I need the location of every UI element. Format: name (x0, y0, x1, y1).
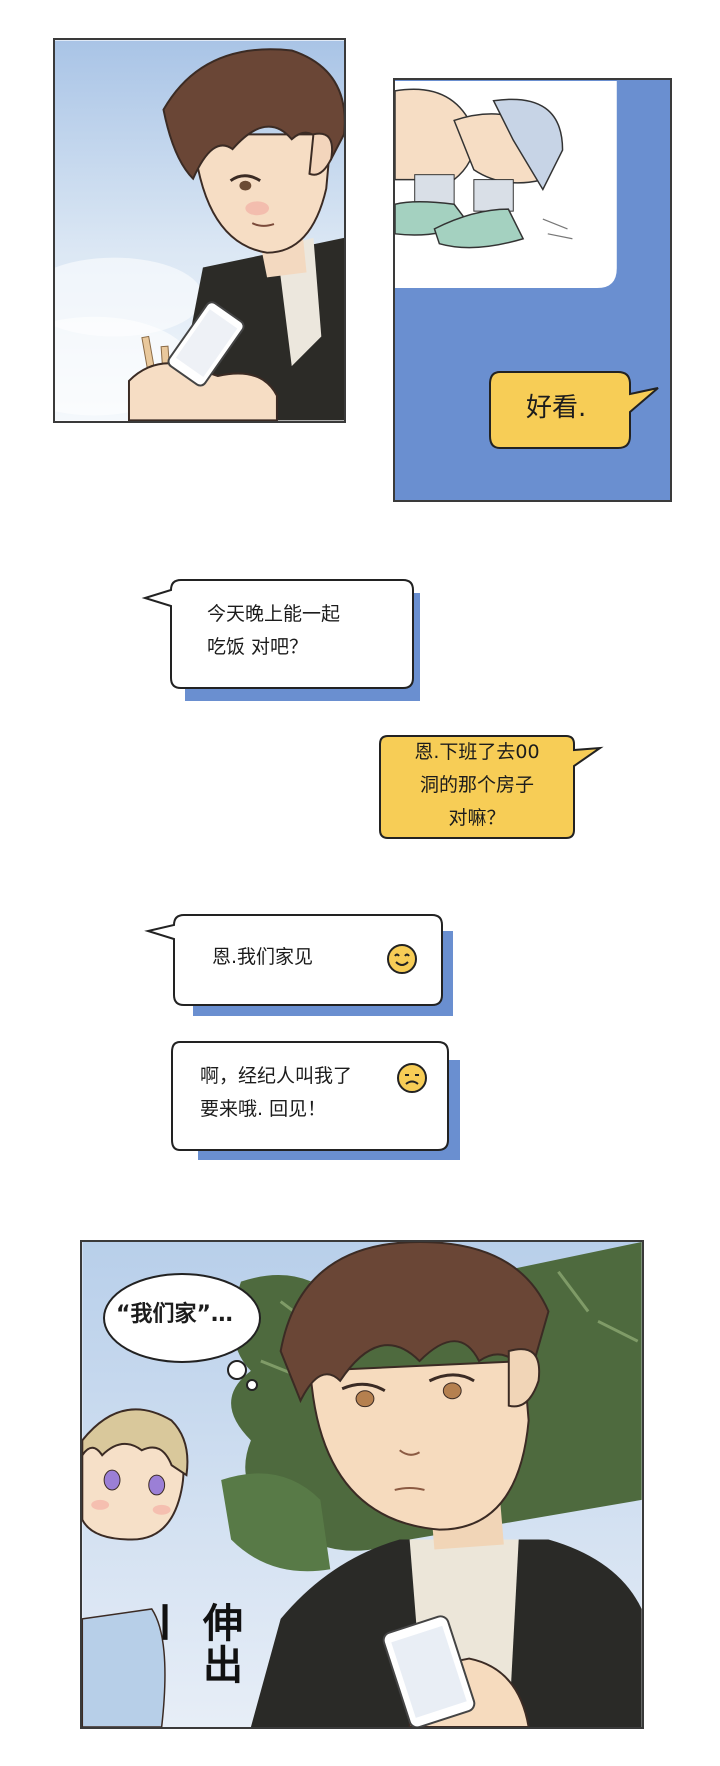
panel-feet-blue: 好看. (393, 78, 672, 502)
thought-text: “我们家”… (116, 1302, 233, 1327)
thought-bubble: “我们家”… (102, 1270, 272, 1391)
chat-message-2-line-2: 洞的那个房子 (419, 774, 534, 796)
chat-message-2-line-3: 对嘛？ (448, 807, 506, 829)
chat-message-1-line-2: 吃饭 对吧？ (207, 636, 309, 658)
man-phone-illustration (55, 40, 344, 421)
chat-message-4-line-2: 要来哦. 回见！ (200, 1098, 327, 1120)
chat-message-1: 今天晚上能一起 吃饭 对吧？ (141, 578, 435, 708)
chat-message-2: 恩.下班了去00 洞的那个房子 对嘛？ (378, 734, 604, 844)
chat-message-3-line-1: 恩.我们家见 (212, 946, 314, 968)
chat-message-2-line-1: 恩.下班了去00 (414, 741, 540, 763)
smile-emoji-icon (387, 944, 417, 974)
chat-message-3: 恩.我们家见 (144, 913, 463, 1023)
sfx-reach-out: 伸出— (144, 1602, 242, 1686)
chat-message-1-line-1: 今天晚上能一起 (207, 603, 341, 625)
chat-message-4: 啊，经纪人叫我了 要来哦. 回见！ (170, 1040, 470, 1165)
speech-text: 好看. (526, 393, 587, 423)
sad-emoji-icon (397, 1063, 427, 1093)
panel-man-with-phone (53, 38, 346, 423)
chat-message-4-line-1: 啊，经纪人叫我了 (200, 1065, 353, 1087)
man-and-boy-illustration (82, 1242, 642, 1727)
panel-man-and-boy: “我们家”… 伸出— (80, 1240, 644, 1729)
speech-bubble-haokan: 好看. (489, 370, 660, 450)
